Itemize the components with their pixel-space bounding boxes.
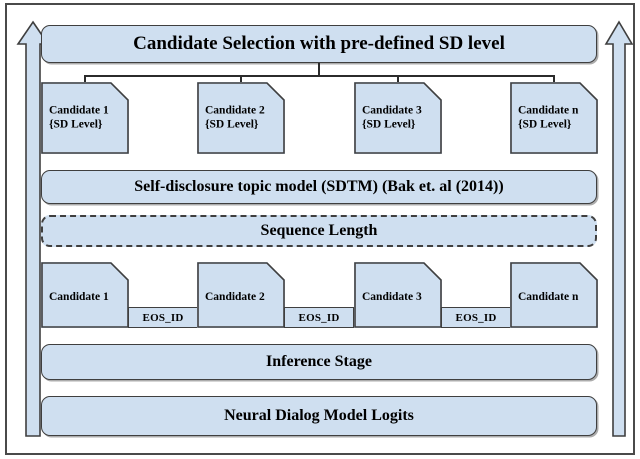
sequence-candidate-box-3-label: Candidate 3 — [362, 290, 422, 303]
sequence-candidate-box-4[interactable]: Candidate n — [510, 262, 598, 328]
connector-drop-3 — [397, 75, 399, 83]
inference-stage-bar[interactable]: Inference Stage — [41, 344, 597, 380]
sd-candidate-box-1-outline — [41, 82, 129, 154]
sequence-candidate-box-3-outline — [354, 262, 442, 328]
sequence-candidate-box-3-fill — [354, 262, 442, 328]
sequence-candidate-box-3[interactable]: Candidate 3 — [354, 262, 442, 328]
sd-candidate-box-2-fill — [197, 82, 285, 154]
sequence-candidate-box-2[interactable]: Candidate 2 — [197, 262, 285, 328]
sd-candidate-box-3-outline — [354, 82, 442, 154]
sd-candidate-box-1[interactable]: Candidate 1 {SD Level} — [41, 82, 129, 154]
connector-bus — [84, 75, 554, 77]
sd-candidate-box-3-label: Candidate 3 {SD Level} — [362, 104, 422, 131]
candidate-selection-bar[interactable]: Candidate Selection with pre-defined SD … — [41, 25, 597, 63]
sd-candidate-box-1-label: Candidate 1 {SD Level} — [49, 104, 109, 131]
sd-candidate-box-4[interactable]: Candidate n {SD Level} — [510, 82, 598, 154]
sequence-candidate-box-1-fill — [41, 262, 129, 328]
sd-candidate-box-3-fill — [354, 82, 442, 154]
sequence-candidate-box-1-label: Candidate 1 — [49, 290, 109, 303]
sequence-candidate-box-2-fill — [197, 262, 285, 328]
sequence-candidate-box-4-outline — [510, 262, 598, 328]
sd-candidate-box-4-fill — [510, 82, 598, 154]
sd-candidate-box-4-outline — [510, 82, 598, 154]
sequence-candidate-box-1[interactable]: Candidate 1 — [41, 262, 129, 328]
sd-candidate-box-2-label: Candidate 2 {SD Level} — [205, 104, 265, 131]
sd-candidate-box-2-outline — [197, 82, 285, 154]
diagram-frame — [5, 3, 635, 455]
connector-drop-1 — [84, 75, 86, 83]
connector-drop-2 — [240, 75, 242, 83]
eos-id-box-3[interactable]: EOS_ID — [441, 307, 511, 328]
connector-trunk — [318, 63, 320, 76]
eos-id-box-2[interactable]: EOS_ID — [284, 307, 354, 328]
sequence-candidate-box-2-outline — [197, 262, 285, 328]
sequence-length-bar[interactable]: Sequence Length — [41, 215, 597, 247]
sequence-candidate-box-4-label: Candidate n — [518, 290, 579, 303]
sd-candidate-box-4-label: Candidate n {SD Level} — [518, 104, 579, 131]
sd-candidate-box-3[interactable]: Candidate 3 {SD Level} — [354, 82, 442, 154]
eos-id-box-1[interactable]: EOS_ID — [128, 307, 198, 328]
sequence-candidate-box-2-label: Candidate 2 — [205, 290, 265, 303]
sequence-candidate-box-4-fill — [510, 262, 598, 328]
sd-candidate-box-2[interactable]: Candidate 2 {SD Level} — [197, 82, 285, 154]
sdtm-bar[interactable]: Self-disclosure topic model (SDTM) (Bak … — [41, 170, 597, 204]
sd-candidate-box-1-fill — [41, 82, 129, 154]
connector-drop-4 — [553, 75, 555, 83]
neural-dialog-logits-bar[interactable]: Neural Dialog Model Logits — [41, 396, 597, 436]
sequence-candidate-box-1-outline — [41, 262, 129, 328]
right-up-arrow-icon — [604, 20, 634, 438]
